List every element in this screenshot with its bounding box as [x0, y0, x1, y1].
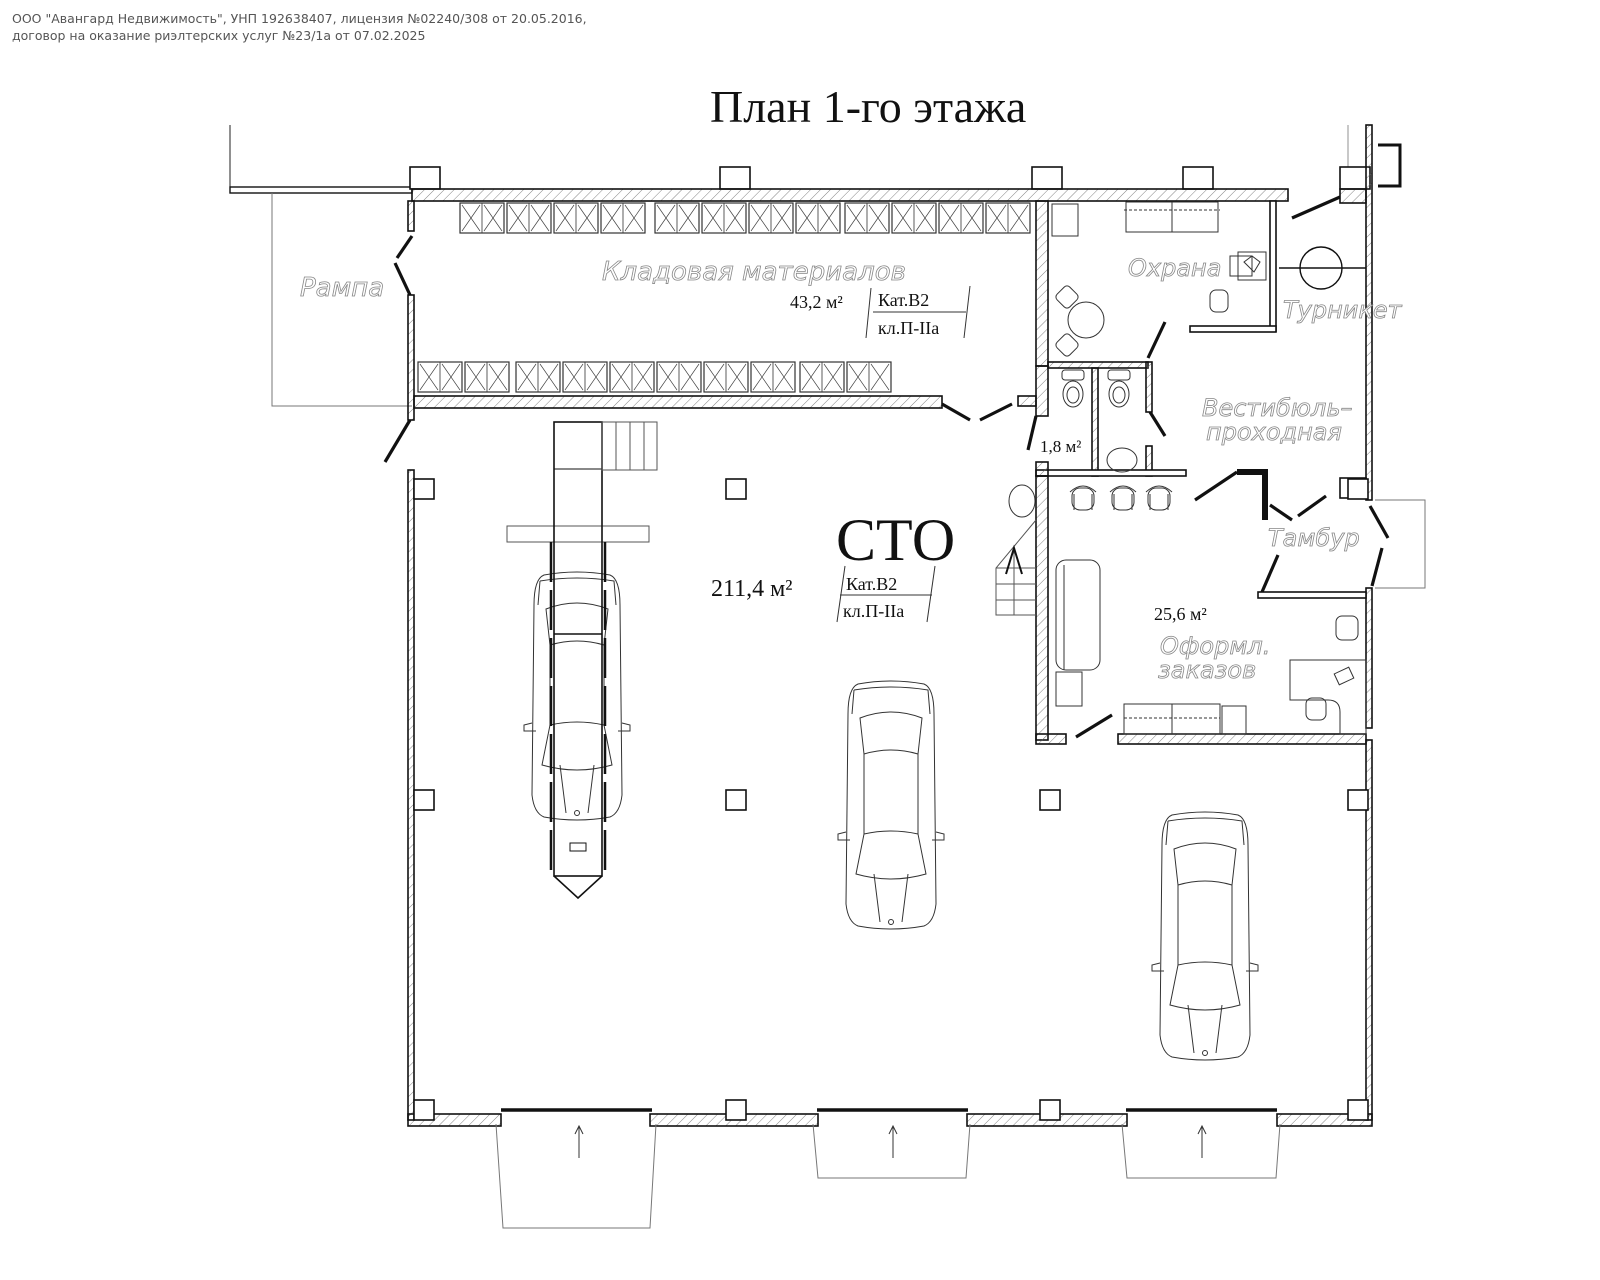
- orders-area: 25,6 м²: [1154, 604, 1207, 624]
- exterior-boundary-lines: [229, 125, 1426, 589]
- plan-title: План 1-го этажа: [710, 81, 1027, 132]
- room-label-security: Охрана: [1128, 254, 1221, 282]
- room-label-vestibule: Тамбур: [1268, 524, 1360, 552]
- security-furniture: [1051, 201, 1267, 357]
- parked-car-right: [1151, 811, 1259, 1061]
- garage-gates: [495, 1108, 1281, 1229]
- wc-fixtures: [1061, 369, 1138, 473]
- storage-category: Кат.В2: [878, 290, 929, 310]
- room-label-sto: СТО: [836, 507, 955, 573]
- orders-furniture: [1055, 485, 1367, 735]
- staircase: [995, 484, 1037, 616]
- sto-category-badge: Кат.В2 кл.П-IIа: [836, 565, 936, 623]
- storage-racks: [417, 202, 1031, 393]
- wc-area: 1,8 м²: [1040, 437, 1081, 456]
- header-line-1: ООО "Авангард Недвижимость", УНП 1926384…: [12, 11, 587, 26]
- turnstile-symbol: [1279, 246, 1366, 290]
- room-label-turnstile: Турникет: [1283, 296, 1403, 324]
- car-lift: [506, 421, 658, 900]
- parked-car-center: [837, 680, 945, 930]
- top-pilasters: [409, 143, 1402, 190]
- sto-category: Кат.В2: [846, 574, 897, 594]
- sto-class: кл.П-IIа: [843, 601, 904, 621]
- header-line-2: договор на оказание риэлтерских услуг №2…: [12, 28, 426, 43]
- room-label-orders-1: Оформл.: [1160, 632, 1270, 660]
- door-swings: [383, 195, 1390, 739]
- storage-area: 43,2 м²: [790, 292, 843, 312]
- room-label-storage: Кладовая материалов: [602, 257, 906, 287]
- storage-class: кл.П-IIа: [878, 318, 939, 338]
- room-label-lobby-1: Вестибюль–: [1202, 394, 1353, 422]
- realtor-license-header: ООО "Авангард Недвижимость", УНП 1926384…: [12, 10, 587, 44]
- sto-area: 211,4 м²: [711, 576, 793, 602]
- storage-category-badge: Кат.В2 кл.П-IIа: [865, 285, 971, 339]
- room-label-orders-2: заказов: [1158, 656, 1256, 684]
- room-label-lobby-2: проходная: [1206, 418, 1342, 446]
- room-label-ramp: Рампа: [300, 273, 384, 303]
